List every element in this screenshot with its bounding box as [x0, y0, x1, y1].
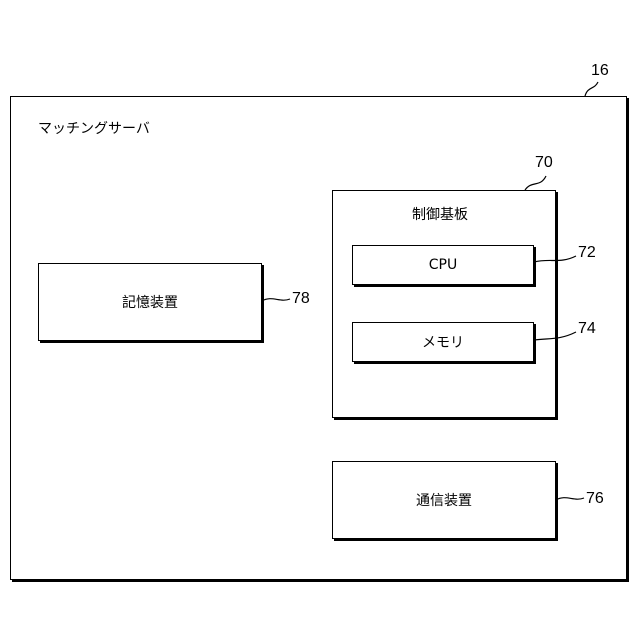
control-board-box — [332, 190, 556, 418]
ref-74: 74 — [578, 320, 596, 338]
cpu-label: CPU — [429, 257, 457, 273]
cpu-box: CPU — [352, 245, 534, 285]
matching-server-label: マッチングサーバ — [38, 118, 150, 138]
communication-device-box: 通信装置 — [332, 461, 556, 539]
control-board-label: 制御基板 — [412, 204, 468, 224]
memory-label: メモリ — [422, 332, 464, 352]
leader-16 — [585, 82, 598, 96]
ref-72: 72 — [578, 244, 596, 262]
memory-box: メモリ — [352, 322, 534, 362]
ref-76: 76 — [586, 490, 604, 508]
ref-16: 16 — [591, 62, 609, 80]
storage-device-box: 記憶装置 — [38, 263, 262, 341]
ref-78: 78 — [292, 290, 310, 308]
storage-device-label: 記憶装置 — [122, 292, 178, 312]
communication-device-label: 通信装置 — [416, 490, 472, 510]
ref-70: 70 — [535, 154, 553, 172]
